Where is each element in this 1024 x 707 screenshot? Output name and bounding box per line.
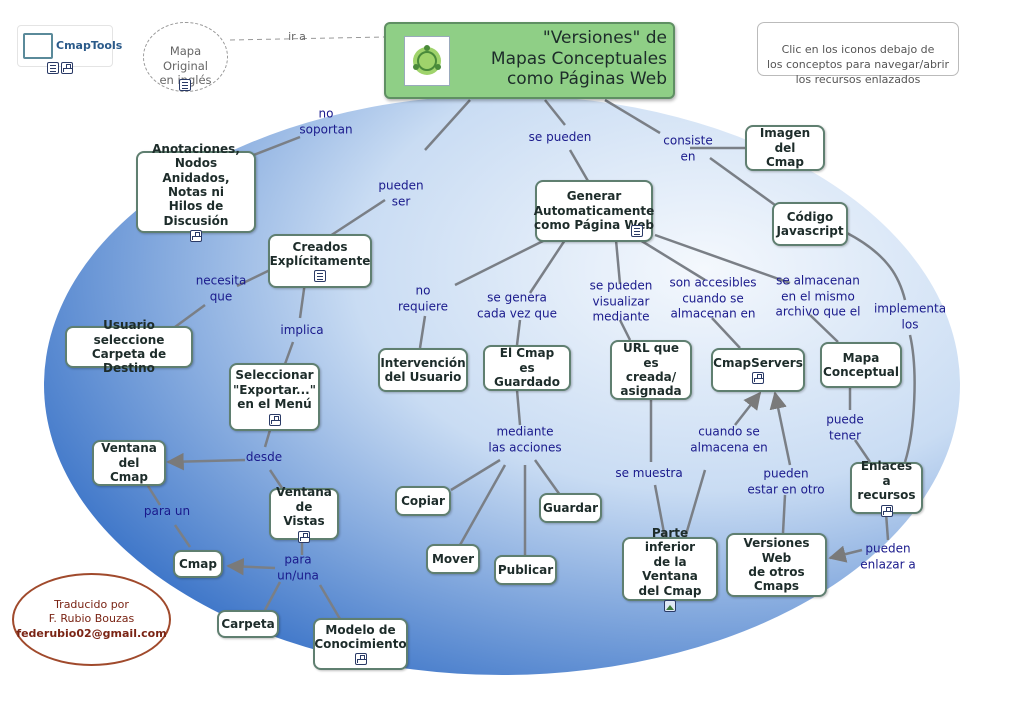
concept-label: Creados Explícitamente [269,239,371,268]
link-label: se pueden [528,130,592,145]
concept-label: Imagen del Cmap [759,126,811,170]
cmap-resource-icon[interactable] [752,372,764,385]
concept-mover[interactable]: Mover [426,544,480,574]
concept-label: URL que es creada/ asignada [620,341,682,399]
logo-resources [47,62,73,74]
image-resource-icon[interactable] [664,599,676,612]
concept-label: Carpeta [221,616,275,631]
cmap-resource-icon[interactable] [298,530,310,543]
instructions-note: Clic en los iconos debajo de los concept… [757,22,959,86]
instructions-text: Clic en los iconos debajo de los concept… [766,42,950,86]
concept-carpeta[interactable]: Carpeta [217,610,279,638]
link-label: cuando se almacena en [690,424,768,454]
concept-mapa[interactable]: Mapa Conceptual [820,342,902,388]
document-resource-icon[interactable] [179,79,191,91]
link-label-ir-a: ir a [288,29,306,43]
link-label: pueden enlazar a [860,541,916,571]
title-text: "Versiones" de Mapas Conceptuales como P… [490,28,667,90]
concept-ventana-vistas[interactable]: Ventana de Vistas [269,485,339,543]
title-concept: "Versiones" de Mapas Conceptuales como P… [384,22,675,99]
link-label: consiste en [663,133,713,163]
original-map-resources [179,79,191,91]
concept-intervencion[interactable]: Intervención del Usuario [378,348,468,392]
concept-label: Código Javascript [776,209,844,238]
link-label: implementa los [873,301,947,331]
link-label: se pueden visualizar mediante [589,278,653,324]
concept-codigo[interactable]: Código Javascript [772,202,848,246]
cmap-resource-icon[interactable] [190,230,202,243]
concept-label: CmapServers [713,355,803,370]
document-resource-icon[interactable] [47,62,59,74]
concept-imagen[interactable]: Imagen del Cmap [745,125,825,171]
concept-label: Mover [431,551,475,566]
concept-label: Anotaciones, Nodos Anidados, Notas ni Hi… [152,141,240,228]
concept-label: El Cmap es Guardado [494,346,560,390]
link-label: desde [245,450,283,465]
concept-seleccionar[interactable]: Seleccionar "Exportar..." en el Menú [229,363,320,431]
link-label: no requiere [397,283,449,313]
concept-label: Publicar [497,562,554,577]
credit-line2: F. Rubio Bouzas [48,612,135,626]
concept-label: Seleccionar "Exportar..." en el Menú [233,368,316,412]
link-label: se genera cada vez que [477,290,557,320]
concept-cmap[interactable]: Cmap [173,550,223,578]
link-label: se muestra [615,466,683,481]
concept-creados[interactable]: Creados Explícitamente [268,234,372,288]
link-label: puede tener [826,412,864,442]
concept-copiar[interactable]: Copiar [395,486,451,516]
cmap-resource-icon[interactable] [268,413,281,426]
document-resource-icon[interactable] [631,225,643,237]
concept-label: Versiones Web de otros Cmaps [743,536,810,594]
concept-label: Parte inferior de la Ventana del Cmap [638,526,702,598]
concept-parte-inferior[interactable]: Parte inferior de la Ventana del Cmap [622,526,718,612]
credit-line1: Traducido por [54,598,129,612]
cmap-resource-icon[interactable] [354,653,367,666]
link-label: no soportan [299,106,353,136]
concept-label: Guardar [543,500,599,515]
concept-cmapservers[interactable]: CmapServers [711,348,805,392]
cmaptools-logo-mark-icon [23,33,53,59]
concept-label: Modelo de Conocimiento [314,622,407,651]
concept-modelo[interactable]: Modelo de Conocimiento [313,618,408,670]
concept-guardado[interactable]: El Cmap es Guardado [483,345,571,391]
concept-label: Ventana de Vistas [276,485,332,529]
concept-url[interactable]: URL que es creada/ asignada [610,340,692,400]
link-label: mediante las acciones [488,424,562,454]
link-label: son accesibles cuando se almacenan en [669,275,757,321]
cmap-resource-icon[interactable] [880,504,893,517]
concept-publicar[interactable]: Publicar [494,555,557,585]
link-label: necesita que [195,273,247,303]
cmaptools-logo[interactable]: CmapTools [17,25,122,67]
link-label: para un/una [277,552,319,582]
concept-versiones-web[interactable]: Versiones Web de otros Cmaps [726,533,827,597]
credit-oval: Traducido por F. Rubio Bouzas federubio0… [12,573,171,666]
link-label: implica [280,323,324,338]
concept-map-logo-icon [404,36,450,86]
concept-usuario[interactable]: Usuario seleccione Carpeta de Destino [65,318,193,375]
link-label: para un [143,504,191,519]
concept-label: Cmap [179,556,217,571]
credit-email[interactable]: federubio02@gmail.com [16,626,167,640]
concept-guardar[interactable]: Guardar [539,493,602,523]
concept-label: Usuario seleccione Carpeta de Destino [91,318,167,376]
concept-label: Copiar [401,493,445,508]
concept-ventana-cmap[interactable]: Ventana del Cmap [92,440,166,486]
concept-enlaces[interactable]: Enlaces a recursos [850,459,923,517]
link-label: pueden ser [378,178,424,208]
document-resource-icon[interactable] [314,270,326,283]
concept-label: Intervención del Usuario [380,355,466,384]
concept-generar[interactable]: Generar Automaticamente como Página Web [534,180,654,242]
link-label: pueden estar en otro [747,466,825,496]
link-label: se almacenan en el mismo archivo que el [775,273,861,319]
concept-label: Enlaces a recursos [857,459,916,503]
concept-anotaciones[interactable]: Anotaciones, Nodos Anidados, Notas ni Hi… [136,142,256,243]
cmap-resource-icon[interactable] [61,62,73,74]
concept-label: Mapa Conceptual [823,350,899,379]
connector-lines [146,36,916,620]
concept-label: Ventana del Cmap [101,441,157,485]
cmaptools-logo-text: CmapTools [56,39,123,52]
